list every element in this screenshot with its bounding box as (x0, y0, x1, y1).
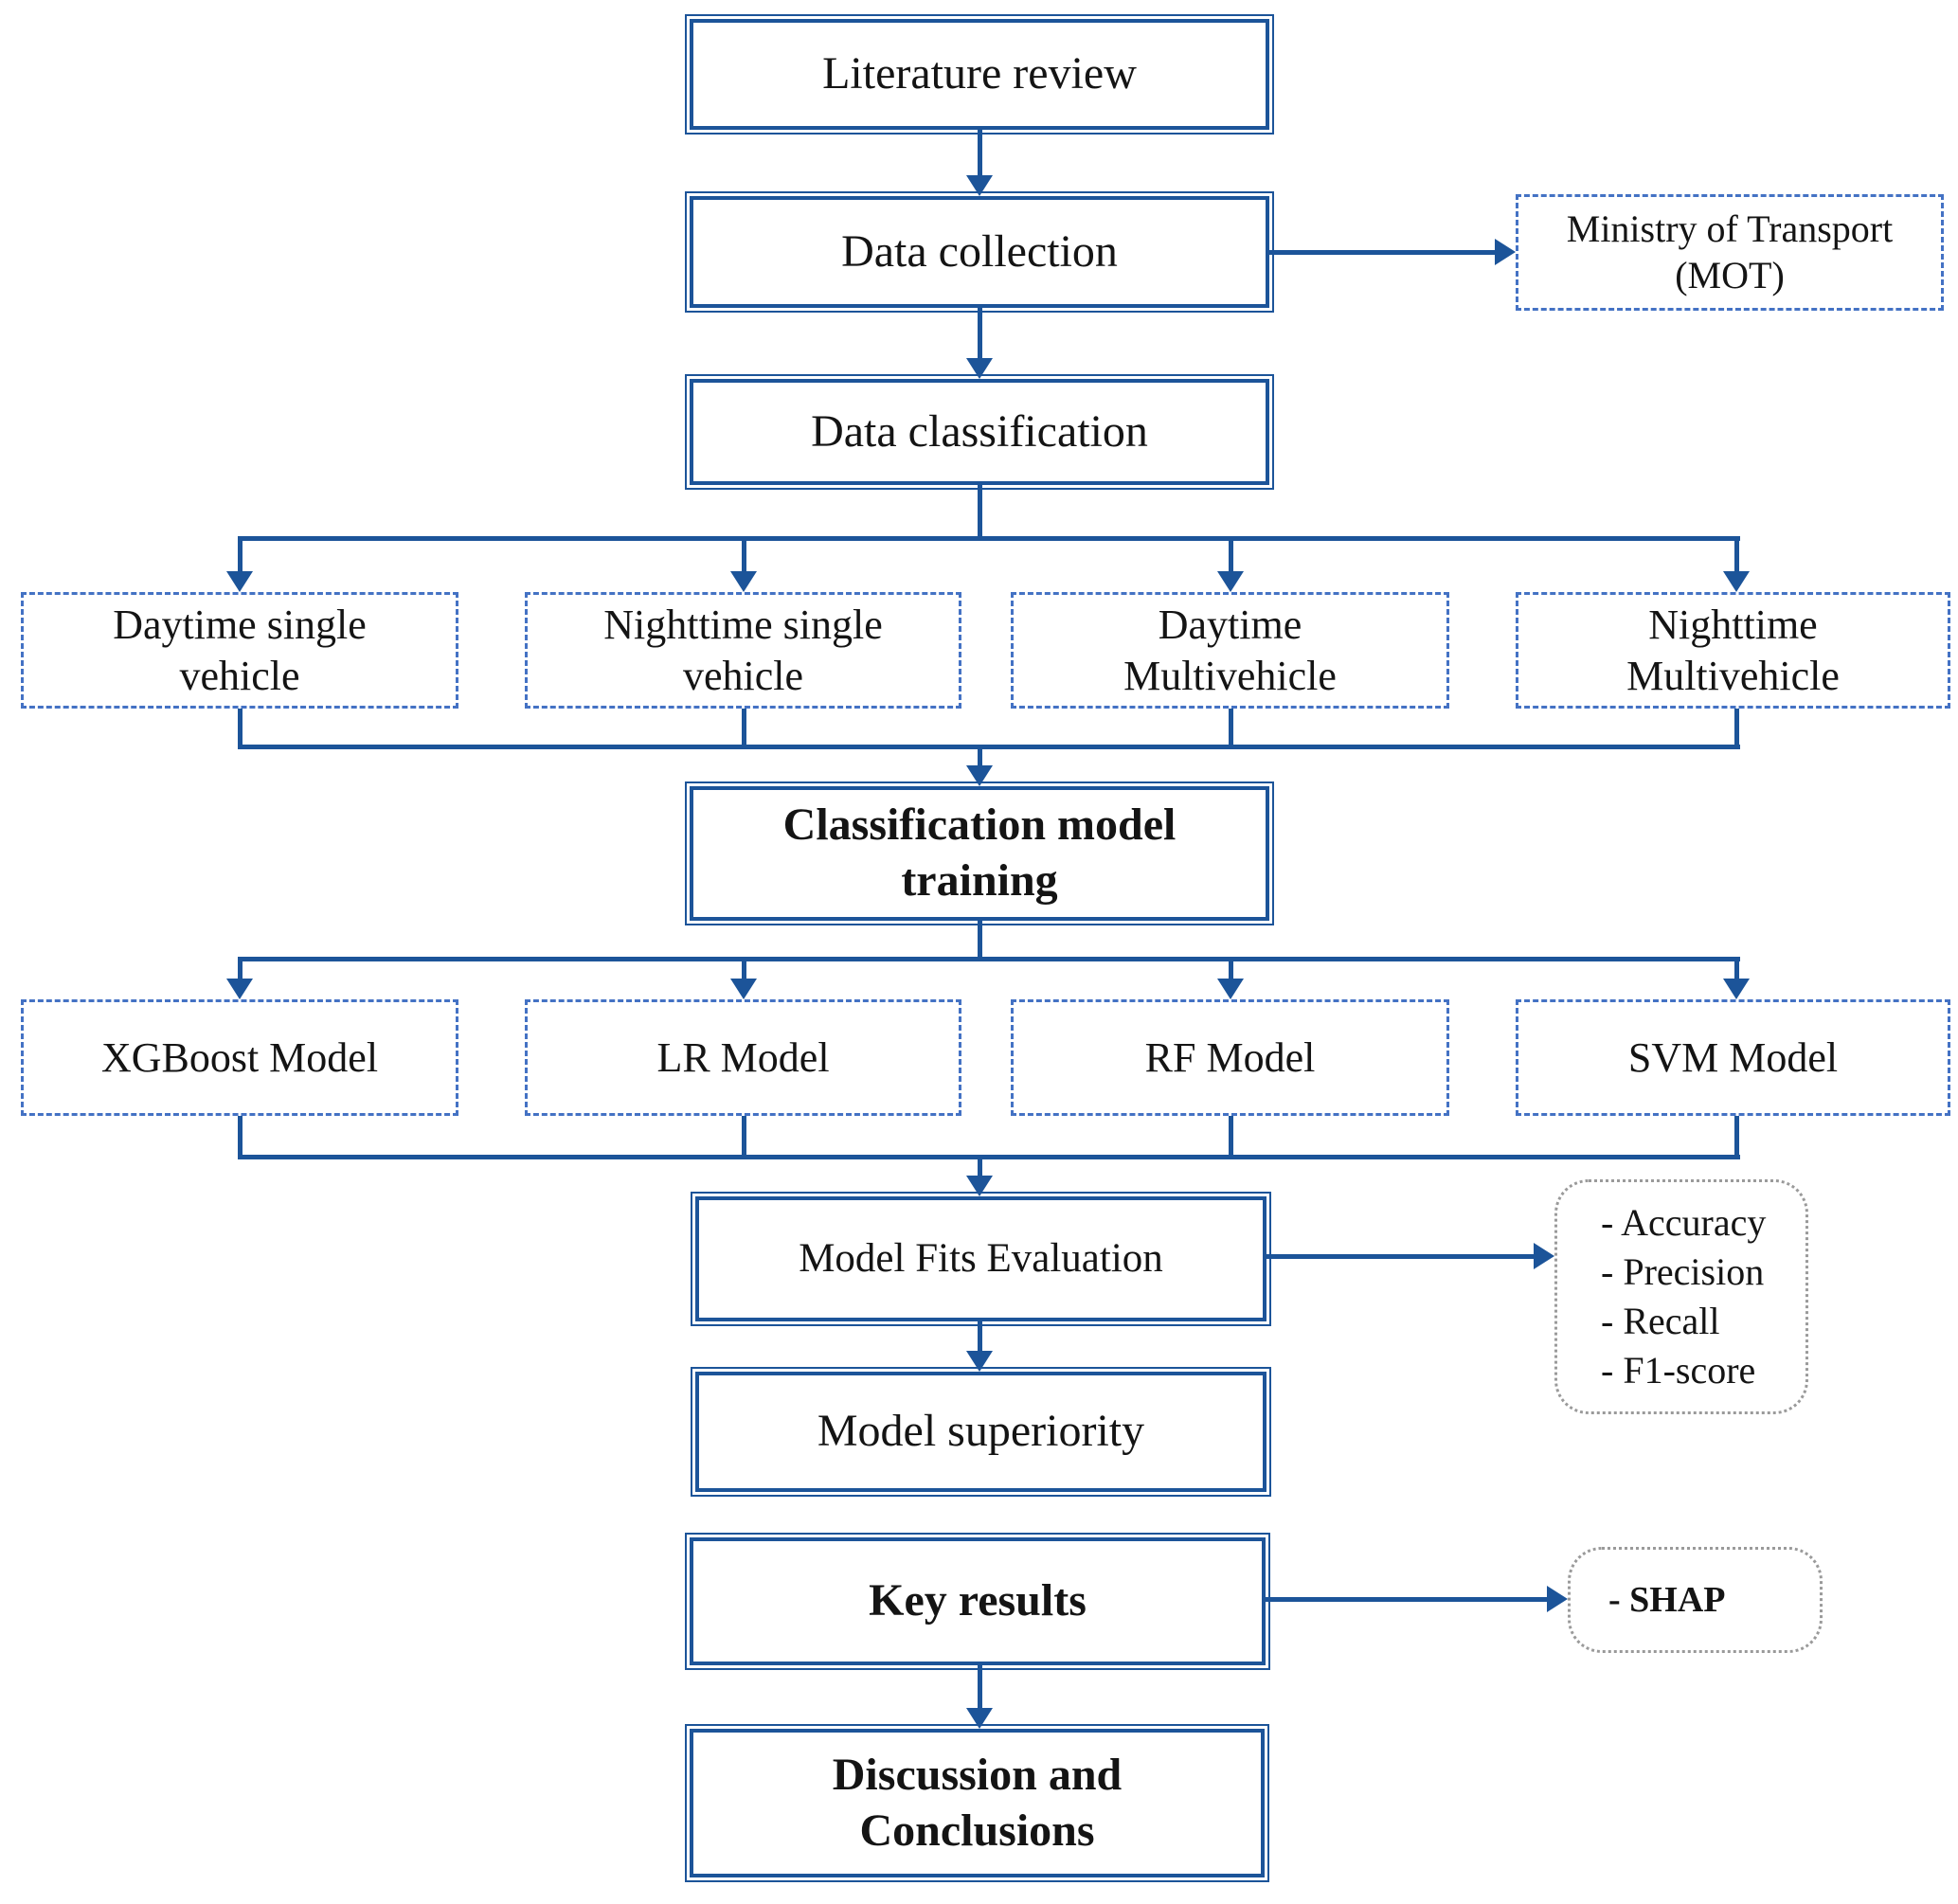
branch1-nighttime-single-line (742, 541, 746, 571)
node-lr-model-label: LR Model (656, 1033, 830, 1081)
node-literature-review-label: Literature review (822, 48, 1137, 99)
node-xgboost-model: XGBoost Model (21, 999, 458, 1116)
connector-evaluation-to-superiority-arrowhead (966, 1351, 993, 1372)
node-classification-model-training-line1: Classification model (782, 799, 1177, 851)
node-model-fits-evaluation-label: Model Fits Evaluation (799, 1235, 1163, 1281)
connector-merge1-to-training-line (978, 745, 982, 767)
merge2-lr-stub (742, 1116, 746, 1159)
node-model-superiority-label: Model superiority (817, 1406, 1145, 1457)
branch1-daytime-single-arrowhead (226, 571, 253, 592)
branch2-svm-arrowhead (1723, 979, 1750, 999)
node-daytime-multivehicle-line2: Multivehicle (1123, 652, 1337, 699)
node-rf-model-label: RF Model (1144, 1033, 1316, 1081)
distributor-line-1 (238, 536, 1740, 541)
connector-collection-to-classification-line (978, 308, 982, 360)
node-literature-review: Literature review (690, 19, 1269, 130)
merge2-svm-stub (1734, 1116, 1739, 1159)
connector-evaluation-to-metrics-line (1266, 1254, 1534, 1259)
distributor-line-2 (238, 957, 1740, 961)
merge1-daytime-single-stub (238, 709, 243, 749)
branch1-nighttime-multi-arrowhead (1723, 571, 1750, 592)
merge2-rf-stub (1229, 1116, 1233, 1159)
node-discussion-and-conclusions-line2: Conclusions (859, 1805, 1095, 1856)
node-nighttime-single-vehicle-line2: vehicle (682, 652, 804, 699)
merge-line-1 (238, 745, 1740, 749)
merge1-nighttime-multi-stub (1734, 709, 1739, 749)
connector-classification-feed-line (978, 485, 982, 541)
node-classification-model-training: Classification model training (690, 786, 1269, 921)
connector-merge2-to-evaluation-arrowhead (966, 1176, 993, 1196)
branch2-rf-arrowhead (1217, 979, 1244, 999)
metric-recall: - Recall (1601, 1300, 1720, 1342)
node-nighttime-multivehicle-line1: Nighttime (1648, 601, 1818, 648)
node-rf-model: RF Model (1011, 999, 1449, 1116)
connector-training-feed-line (978, 921, 982, 961)
node-key-results: Key results (690, 1537, 1266, 1665)
node-svm-model-label: SVM Model (1627, 1033, 1839, 1081)
branch2-svm-line (1734, 961, 1739, 979)
merge-line-2 (238, 1155, 1740, 1159)
node-data-classification-label: Data classification (811, 405, 1148, 457)
node-ministry-of-transport: Ministry of Transport (MOT) (1516, 194, 1944, 311)
branch1-nighttime-multi-line (1734, 541, 1739, 571)
connector-merge2-to-evaluation-line (978, 1155, 982, 1177)
node-classification-model-training-line2: training (901, 855, 1058, 906)
node-data-collection-label: Data collection (841, 225, 1118, 277)
note-shap-label: - SHAP (1608, 1579, 1726, 1620)
connector-collection-to-mot-line (1269, 250, 1495, 255)
node-nighttime-single-vehicle: Nighttime single vehicle (525, 592, 961, 709)
branch2-xgboost-arrowhead (226, 979, 253, 999)
metric-f1-score: - F1-score (1601, 1349, 1756, 1392)
node-svm-model: SVM Model (1516, 999, 1950, 1116)
branch2-xgboost-line (238, 961, 243, 979)
metric-precision: - Precision (1601, 1250, 1765, 1293)
branch1-daytime-single-line (238, 541, 243, 571)
node-data-classification: Data classification (690, 379, 1269, 485)
branch2-lr-line (742, 961, 746, 979)
node-lr-model: LR Model (525, 999, 961, 1116)
node-ministry-of-transport-label-line1: Ministry of Transport (1566, 207, 1894, 250)
merge1-nighttime-single-stub (742, 709, 746, 749)
merge1-daytime-multi-stub (1229, 709, 1233, 749)
node-nighttime-single-vehicle-line1: Nighttime single (603, 601, 883, 648)
node-model-superiority: Model superiority (695, 1372, 1266, 1492)
branch1-daytime-multi-line (1229, 541, 1233, 571)
connector-evaluation-to-metrics-arrowhead (1534, 1243, 1554, 1269)
connector-literature-to-collection-arrowhead (966, 175, 993, 196)
node-daytime-single-vehicle-line1: Daytime single (113, 601, 367, 648)
branch1-daytime-multi-arrowhead (1217, 571, 1244, 592)
connector-keyresults-to-shap-line (1266, 1597, 1547, 1602)
node-daytime-single-vehicle-line2: vehicle (179, 652, 300, 699)
node-ministry-of-transport-label-line2: (MOT) (1675, 253, 1785, 296)
note-evaluation-metrics: - Accuracy - Precision - Recall - F1-sco… (1554, 1179, 1808, 1414)
connector-keyresults-to-discussion-line (978, 1665, 982, 1710)
merge2-xgboost-stub (238, 1116, 243, 1159)
node-daytime-multivehicle-line1: Daytime (1158, 601, 1302, 648)
branch1-nighttime-single-arrowhead (730, 571, 757, 592)
connector-keyresults-to-shap-arrowhead (1547, 1586, 1568, 1612)
metric-accuracy: - Accuracy (1601, 1201, 1767, 1244)
branch2-rf-line (1229, 961, 1233, 979)
connector-collection-to-classification-arrowhead (966, 358, 993, 379)
branch2-lr-arrowhead (730, 979, 757, 999)
node-nighttime-multivehicle-line2: Multivehicle (1626, 652, 1840, 699)
connector-literature-to-collection-line (978, 130, 982, 177)
node-xgboost-model-label: XGBoost Model (100, 1033, 379, 1081)
node-discussion-and-conclusions-line1: Discussion and (832, 1749, 1123, 1800)
connector-keyresults-to-discussion-arrowhead (966, 1708, 993, 1729)
node-daytime-multivehicle: Daytime Multivehicle (1011, 592, 1449, 709)
connector-merge1-to-training-arrowhead (966, 765, 993, 786)
node-nighttime-multivehicle: Nighttime Multivehicle (1516, 592, 1950, 709)
connector-collection-to-mot-arrowhead (1495, 239, 1516, 265)
node-data-collection: Data collection (690, 196, 1269, 308)
node-discussion-and-conclusions: Discussion and Conclusions (690, 1729, 1265, 1877)
connector-evaluation-to-superiority-line (978, 1321, 982, 1353)
node-model-fits-evaluation: Model Fits Evaluation (695, 1196, 1266, 1321)
note-shap: - SHAP (1568, 1547, 1823, 1653)
node-key-results-label: Key results (869, 1575, 1087, 1626)
node-daytime-single-vehicle: Daytime single vehicle (21, 592, 458, 709)
